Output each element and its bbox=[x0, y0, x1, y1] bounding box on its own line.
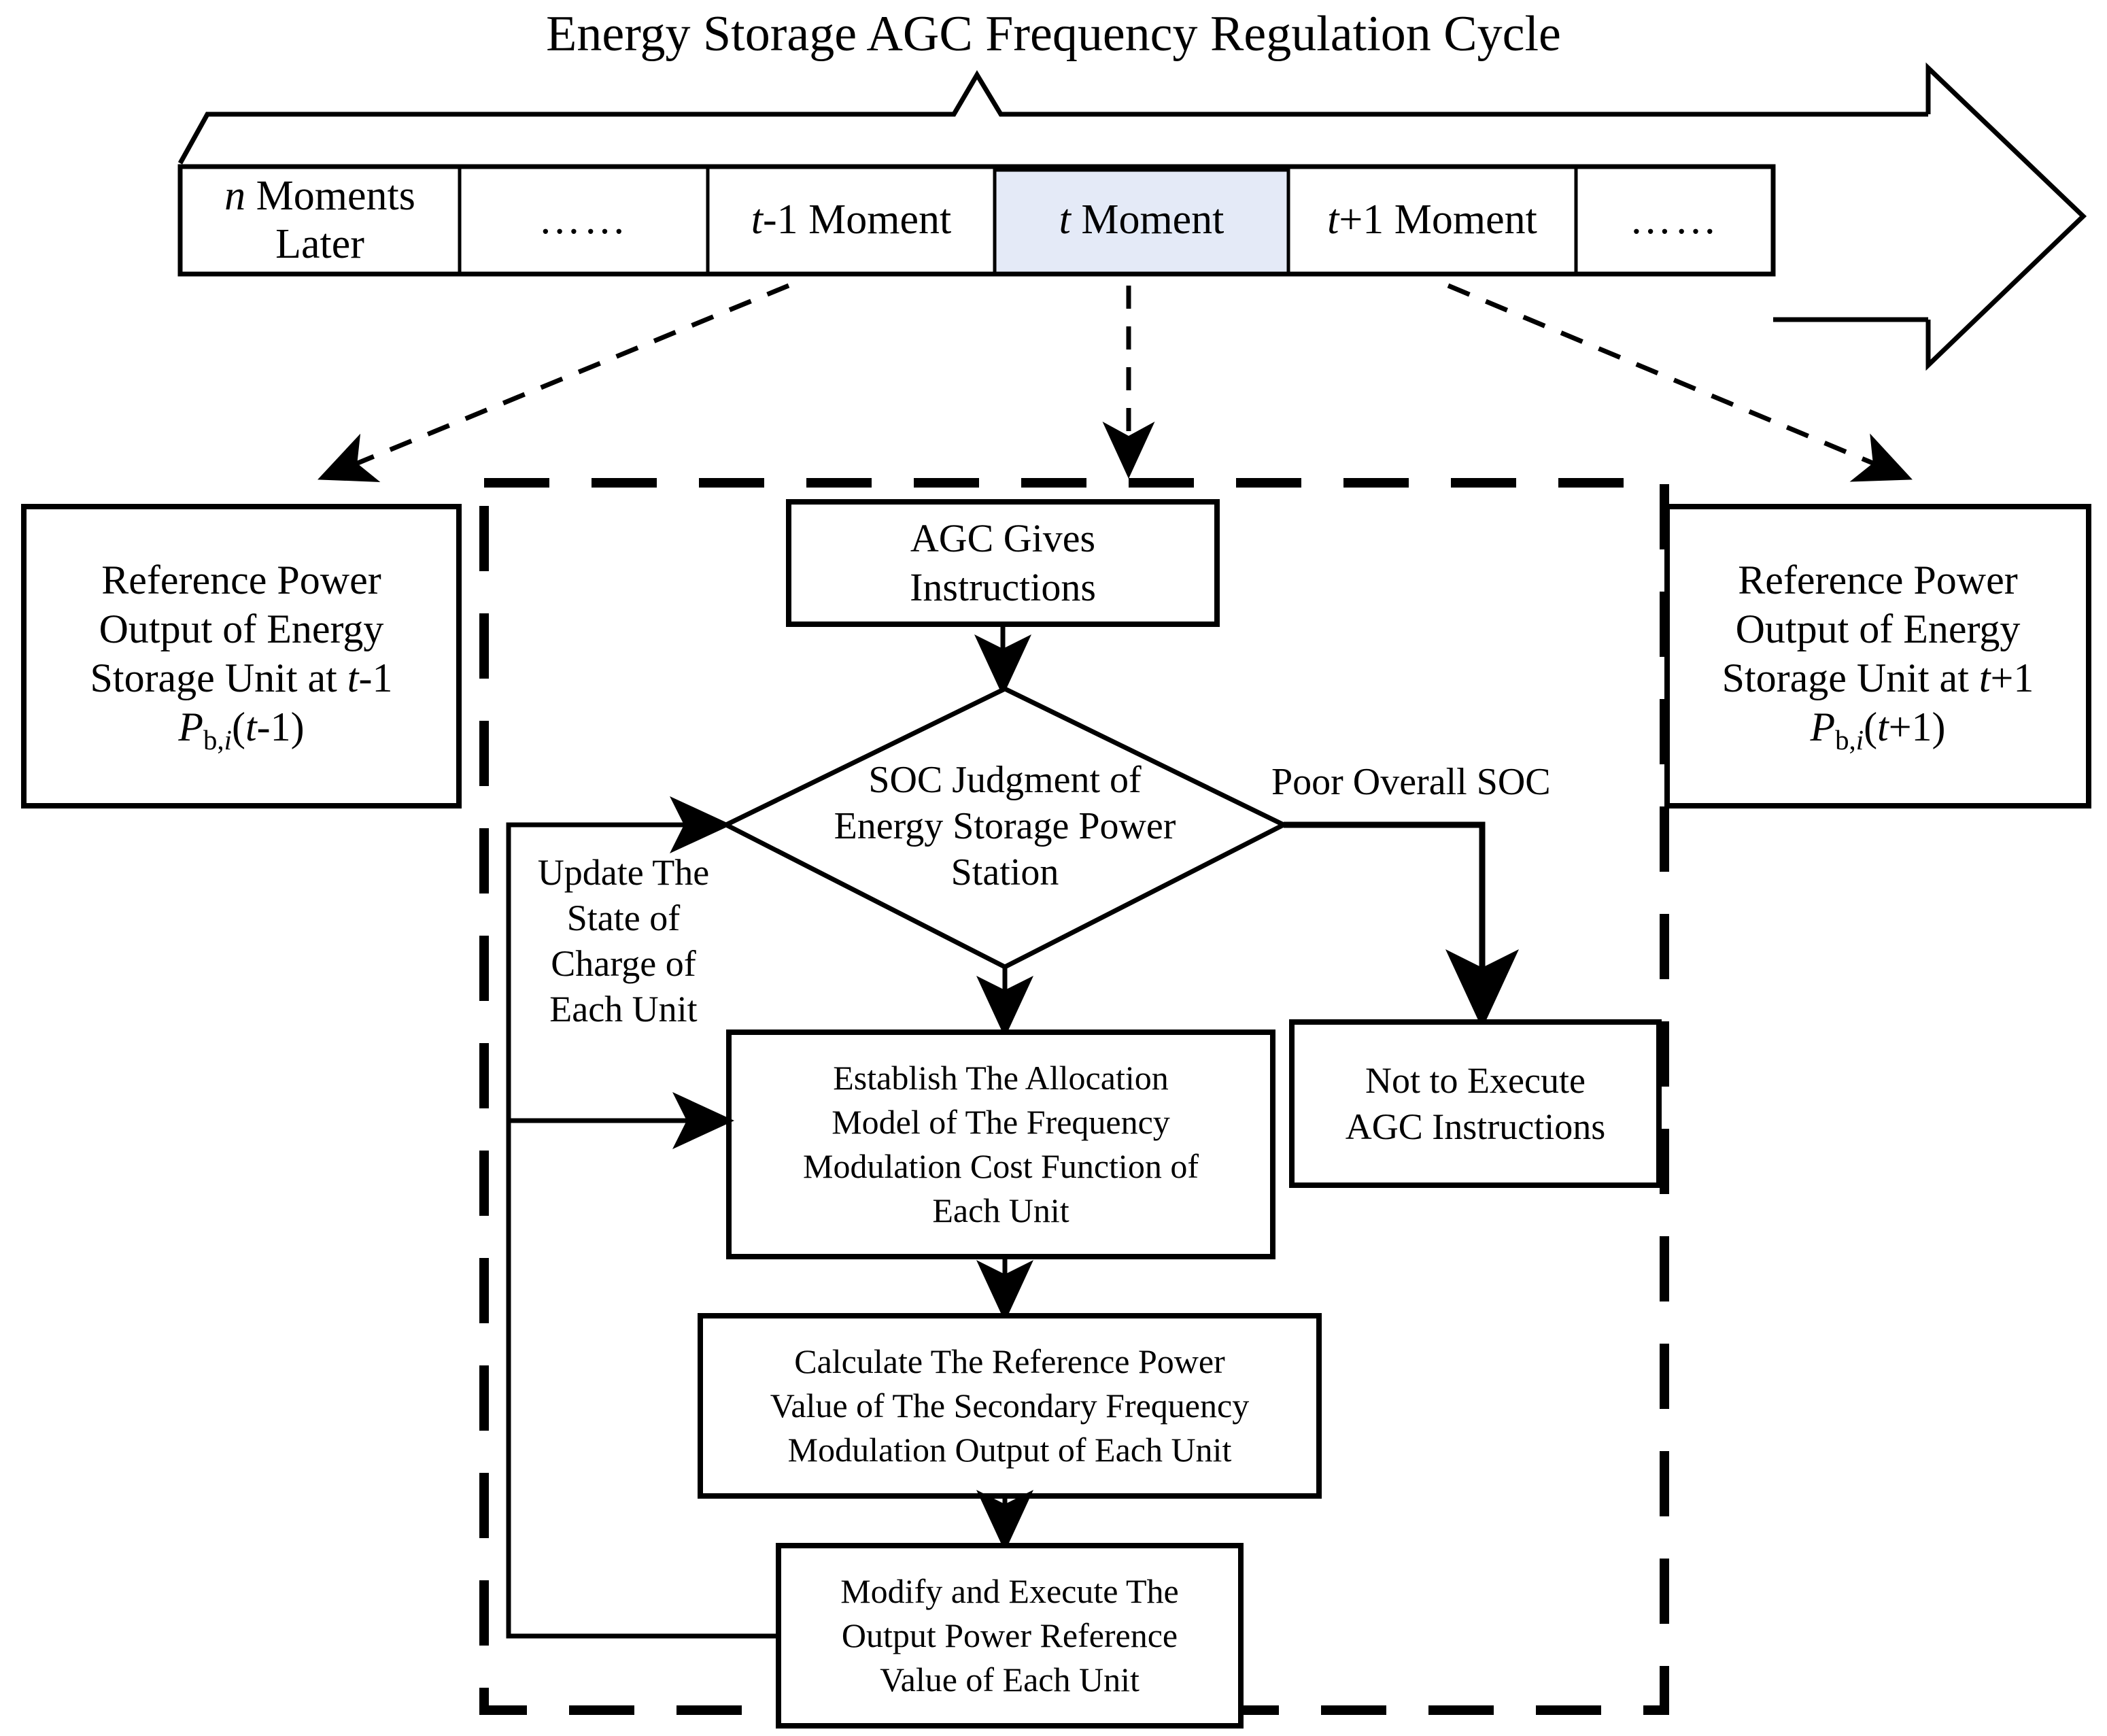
soc-to-not-execute-arrow bbox=[1284, 821, 1519, 1029]
timeline-label: t Moment bbox=[1059, 197, 1224, 243]
timeline-label: t-1 Moment bbox=[751, 197, 952, 243]
timeline-label: t+1 Moment bbox=[1327, 197, 1537, 243]
branch-label-poor-overall-soc: Poor Overall SOC bbox=[1271, 761, 1551, 803]
timeline-cell-t-minus-1[interactable]: t-1 Moment bbox=[708, 167, 995, 274]
timeline-cell-ellipsis-right: …… bbox=[1576, 167, 1773, 274]
timeline-cell-t-plus-1[interactable]: t+1 Moment bbox=[1288, 167, 1576, 274]
timeline-label: …… bbox=[1629, 197, 1720, 243]
timeline-cell-t-moment[interactable]: t Moment bbox=[995, 167, 1288, 274]
timeline-to-box-connectors bbox=[318, 283, 1913, 482]
timeline-cell-ellipsis-left: …… bbox=[460, 167, 708, 274]
page-title: Energy Storage AGC Frequency Regulation … bbox=[546, 6, 1561, 62]
timeline-label: …… bbox=[538, 197, 629, 243]
